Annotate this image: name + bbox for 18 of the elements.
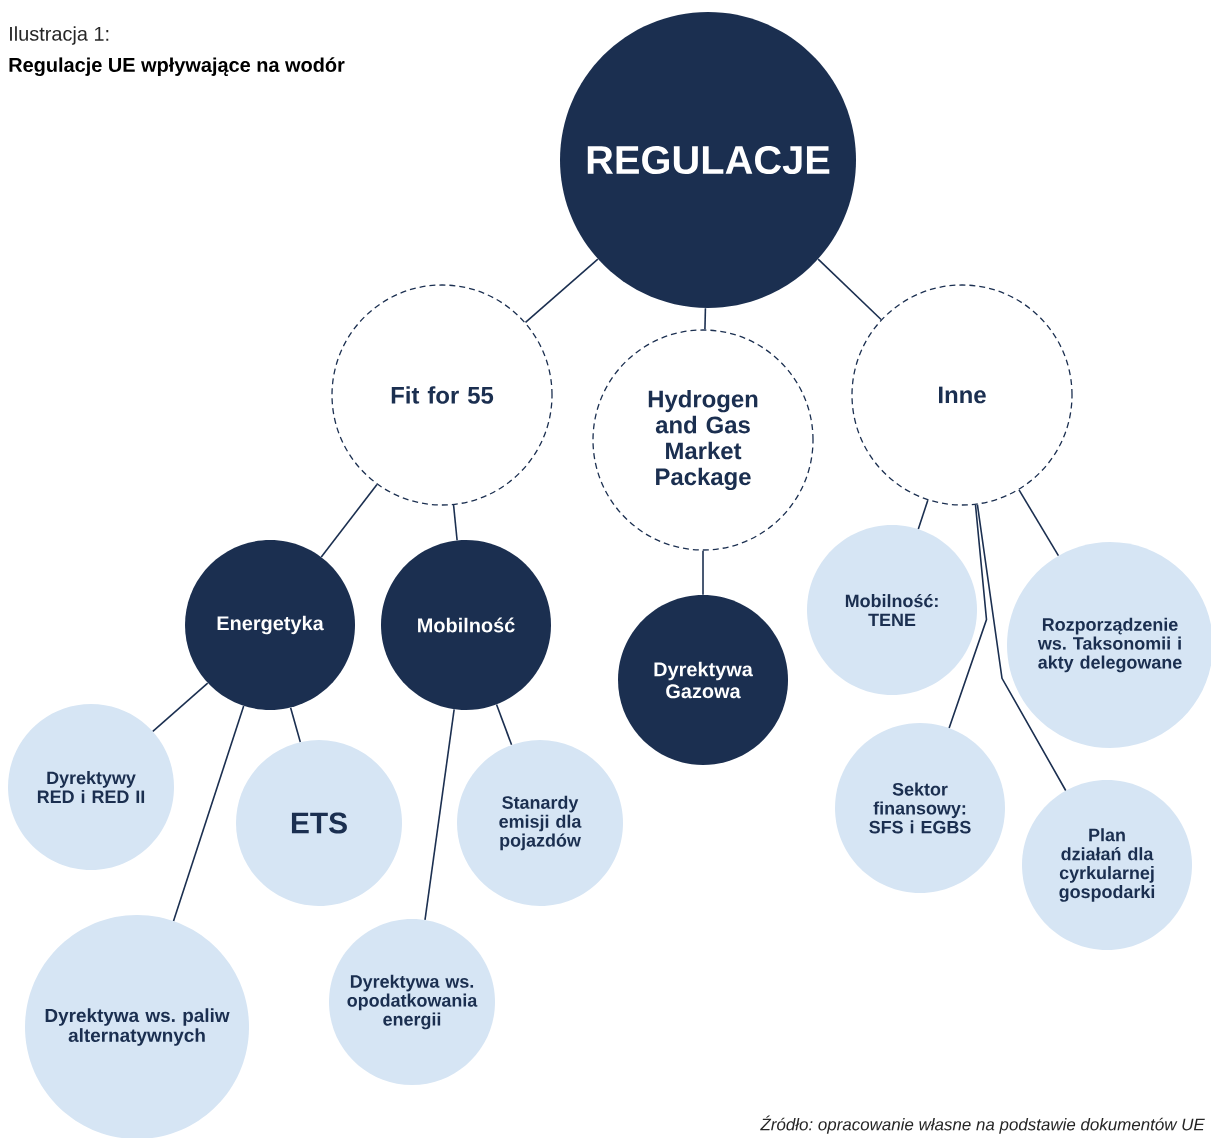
connector-line bbox=[704, 307, 707, 331]
connector-line bbox=[495, 703, 513, 746]
connector-line bbox=[1018, 489, 1060, 557]
connector-line bbox=[917, 499, 929, 530]
title: Regulacje UE wpływające na wodór bbox=[9, 57, 345, 77]
connector-line bbox=[524, 258, 599, 324]
connector-line bbox=[948, 504, 988, 729]
connector-line bbox=[152, 682, 209, 733]
connector-line bbox=[320, 483, 378, 558]
connector-line bbox=[172, 705, 245, 922]
connector-line bbox=[702, 549, 704, 596]
connector-line bbox=[289, 706, 302, 743]
figure-label: Ilustracja 1: bbox=[10, 26, 109, 45]
connector-line bbox=[817, 258, 882, 321]
connector-line bbox=[424, 708, 455, 921]
connector-line bbox=[452, 504, 458, 542]
source-note: Źródło: opracowanie własne na podstawie dokumentów UE bbox=[760, 1115, 1205, 1134]
connector-line bbox=[976, 503, 1067, 792]
